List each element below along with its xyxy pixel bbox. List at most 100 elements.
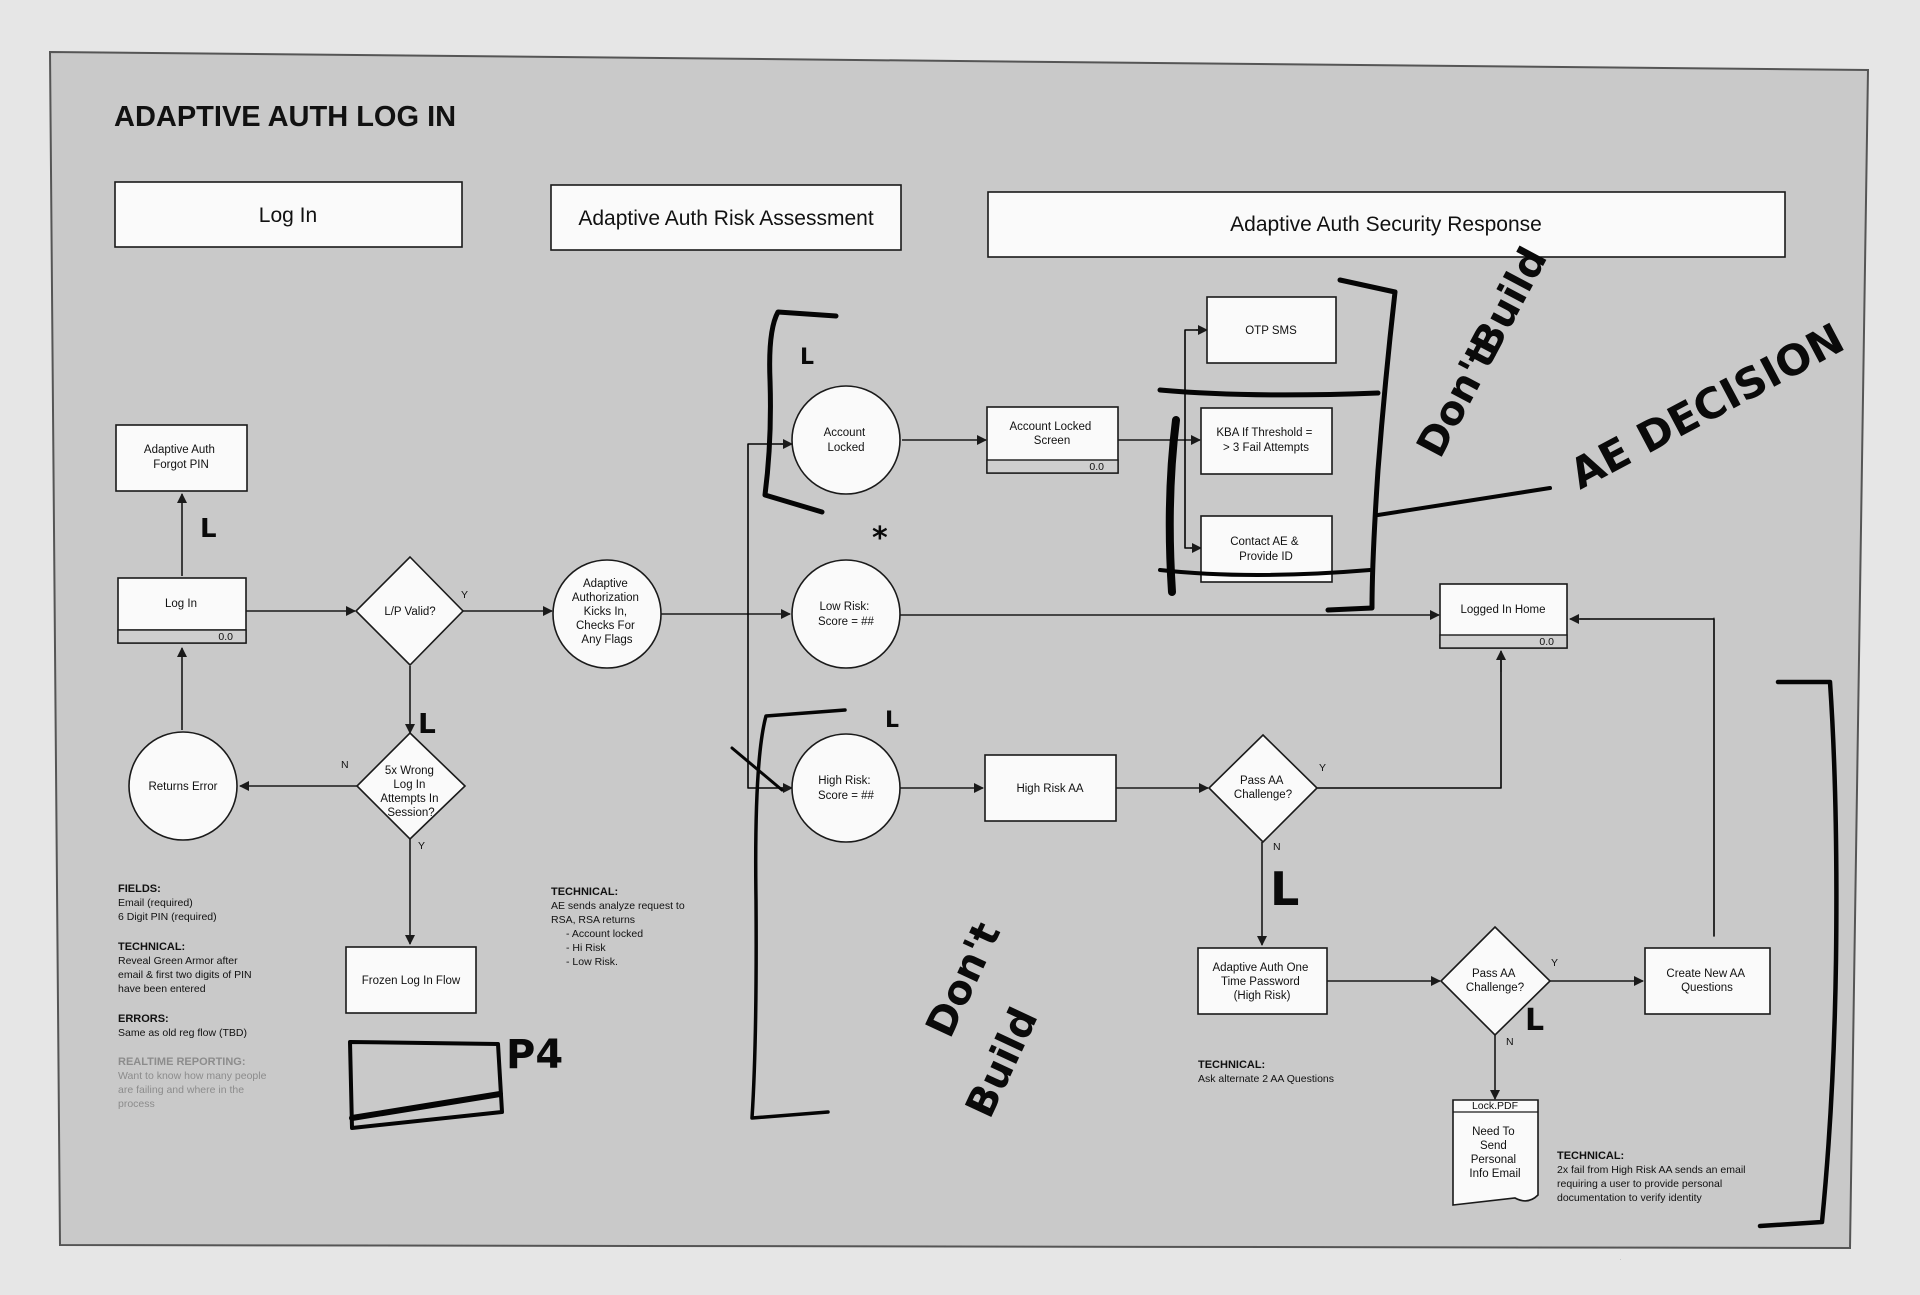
svg-text:TECHNICAL:: TECHNICAL: — [118, 941, 185, 953]
node-pass-aa-2-label: Pass AA Challenge? — [1466, 968, 1524, 994]
node-five-wrong-decision: 5x Wrong Log In Attempts In Session? — [355, 731, 467, 841]
node-lp-valid-label: L/P Valid? — [384, 606, 435, 618]
node-high-risk-aa-label: High Risk AA — [1016, 783, 1083, 795]
svg-text:REALTIME REPORTING:: REALTIME REPORTING: — [118, 1056, 246, 1068]
node-pass-aa-decision-2: Pass AA Challenge? — [1439, 925, 1552, 1037]
node-login-version: 0.0 — [218, 631, 233, 643]
svg-text:L: L — [1270, 862, 1299, 916]
connectors — [177, 325, 1715, 1100]
node-otp-sms: OTP SMS — [1206, 296, 1337, 364]
bracket-response — [1325, 277, 1398, 613]
bracket-account-locked — [762, 309, 839, 515]
node-kba: KBA If Threshold = > 3 Fail Attempts — [1200, 407, 1333, 475]
line-pass1-to-home — [1316, 659, 1502, 789]
svg-text:TECHNICAL:: TECHNICAL: — [551, 886, 618, 898]
handwriting-p4: P4 — [506, 1032, 563, 1078]
edge-label-pass2-yes: Y — [1551, 957, 1558, 969]
node-lock-pdf: Lock.PDF Need To Send Personal Info Emai… — [1452, 1099, 1539, 1206]
node-otp-high-risk: Adaptive Auth One Time Password (High Ri… — [1197, 947, 1328, 1015]
lane-header-risk: Adaptive Auth Risk Assessment — [550, 184, 902, 251]
svg-text:Email (required): Email (required) — [118, 897, 193, 909]
svg-text:L: L — [800, 345, 814, 370]
node-create-aa-label: Create New AA Questions — [1666, 968, 1747, 994]
edge-label-pass1-no: N — [1273, 841, 1281, 853]
node-forgot-pin: Adaptive Auth Forgot PIN — [115, 424, 248, 492]
svg-text:L: L — [1525, 1003, 1544, 1038]
lane-header-response: Adaptive Auth Security Response — [987, 191, 1786, 258]
edge-label-pass2-no: N — [1506, 1036, 1514, 1048]
edge-label-fivewrong-no: N — [341, 759, 349, 771]
svg-text:FIELDS:: FIELDS: — [118, 883, 161, 895]
line-to-ae-decision — [1376, 486, 1552, 517]
node-logged-in-home-version: 0.0 — [1539, 636, 1554, 648]
lane-header-login-label: Log In — [259, 204, 317, 227]
svg-text:email & first two digits of PI: email & first two digits of PIN — [118, 969, 252, 981]
asterisk-mark: * — [872, 521, 888, 556]
svg-text:RSA, RSA returns: RSA, RSA returns — [551, 914, 635, 926]
node-returns-error-label: Returns Error — [148, 781, 217, 793]
node-forgot-pin-label: Adaptive Auth Forgot PIN — [144, 444, 218, 471]
svg-text:AE sends analyze request to: AE sends analyze request to — [551, 900, 685, 912]
node-otp-sms-label: OTP SMS — [1245, 325, 1297, 337]
node-logged-in-home-label: Logged In Home — [1460, 604, 1545, 616]
svg-text:requiring a user to provide pe: requiring a user to provide personal — [1557, 1178, 1722, 1190]
node-login-label: Log In — [165, 598, 197, 610]
node-kba-label: KBA If Threshold = > 3 Fail Attempts — [1216, 427, 1315, 454]
svg-text:- Low Risk.: - Low Risk. — [566, 956, 618, 968]
svg-text:6 Digit PIN (required): 6 Digit PIN (required) — [118, 911, 217, 923]
svg-text:have been entered: have been entered — [118, 983, 206, 995]
node-high-risk-label: High Risk: Score = ## — [818, 775, 875, 802]
node-low-risk-label: Low Risk: Score = ## — [818, 601, 875, 628]
lane-header-login: Log In — [114, 181, 463, 248]
svg-text:2x fail from High Risk AA send: 2x fail from High Risk AA sends an email — [1557, 1164, 1746, 1176]
svg-text:Want to know how many people: Want to know how many people — [118, 1070, 267, 1082]
note-fields: FIELDS: Email (required) 6 Digit PIN (re… — [118, 883, 267, 1110]
node-account-locked-screen-version: 0.0 — [1089, 461, 1104, 473]
svg-text:L: L — [885, 708, 899, 733]
node-contact-ae: Contact AE & Provide ID — [1200, 515, 1333, 583]
node-low-risk: Low Risk: Score = ## — [791, 559, 901, 669]
node-create-aa-questions: Create New AA Questions — [1644, 947, 1771, 1015]
node-high-risk: High Risk: Score = ## — [791, 733, 901, 843]
bracket-right — [1757, 679, 1839, 1229]
node-account-locked-label: Account Locked — [824, 427, 869, 454]
svg-text:L: L — [1620, 1259, 1621, 1261]
box-p4-stroke — [349, 1091, 503, 1121]
node-aa-kicks-in-label: Adaptive Authorization Kicks In, Checks … — [572, 578, 642, 646]
edge-labels: Y N Y Y N Y N — [341, 589, 1558, 1048]
edge-label-lpvalid-yes: Y — [461, 589, 468, 601]
lane-header-response-label: Adaptive Auth Security Response — [1230, 213, 1542, 236]
node-contact-ae-label: Contact AE & Provide ID — [1230, 536, 1302, 563]
page-title: ADAPTIVE AUTH LOG IN — [114, 101, 456, 133]
svg-text:L: L — [200, 514, 217, 544]
note-technical-email: TECHNICAL: 2x fail from High Risk AA sen… — [1557, 1150, 1746, 1204]
paper-sheet — [48, 50, 1870, 1250]
svg-text:TECHNICAL:: TECHNICAL: — [1557, 1150, 1624, 1162]
svg-text:- Account locked: - Account locked — [566, 928, 643, 940]
node-account-locked-screen-label: Account Locked Screen — [1009, 421, 1094, 447]
note-technical-alternate: TECHNICAL: Ask alternate 2 AA Questions — [1198, 1059, 1334, 1085]
edge-label-pass1-yes: Y — [1319, 762, 1326, 774]
svg-text:- Hi Risk: - Hi Risk — [566, 942, 606, 954]
node-otp-high-risk-label: Adaptive Auth One Time Password (High Ri… — [1212, 962, 1311, 1002]
svg-text:Same as old reg flow (TBD): Same as old reg flow (TBD) — [118, 1027, 247, 1039]
slash-mark — [730, 746, 784, 792]
node-account-locked-screen: Account Locked Screen 0.0 — [986, 406, 1119, 474]
svg-text:ERRORS:: ERRORS: — [118, 1013, 169, 1025]
svg-text:are failing and where in the: are failing and where in the — [118, 1084, 244, 1096]
node-aa-kicks-in: Adaptive Authorization Kicks In, Checks … — [552, 559, 662, 669]
node-frozen-flow-label: Frozen Log In Flow — [362, 975, 461, 987]
bracket-risk-branch — [750, 708, 847, 1120]
node-high-risk-aa: High Risk AA — [984, 754, 1117, 822]
box-p4 — [348, 1040, 504, 1130]
svg-text:TECHNICAL:: TECHNICAL: — [1198, 1059, 1265, 1071]
node-logged-in-home: Logged In Home 0.0 — [1439, 583, 1568, 649]
line-create-to-home — [1579, 618, 1715, 937]
strike-otp — [1157, 387, 1381, 398]
node-lock-pdf-label: Need To Send Personal Info Email — [1469, 1126, 1520, 1180]
branch-line-locked — [747, 443, 791, 615]
node-lp-valid-decision: L/P Valid? — [354, 555, 465, 667]
node-pass-aa-1-label: Pass AA Challenge? — [1234, 775, 1292, 801]
